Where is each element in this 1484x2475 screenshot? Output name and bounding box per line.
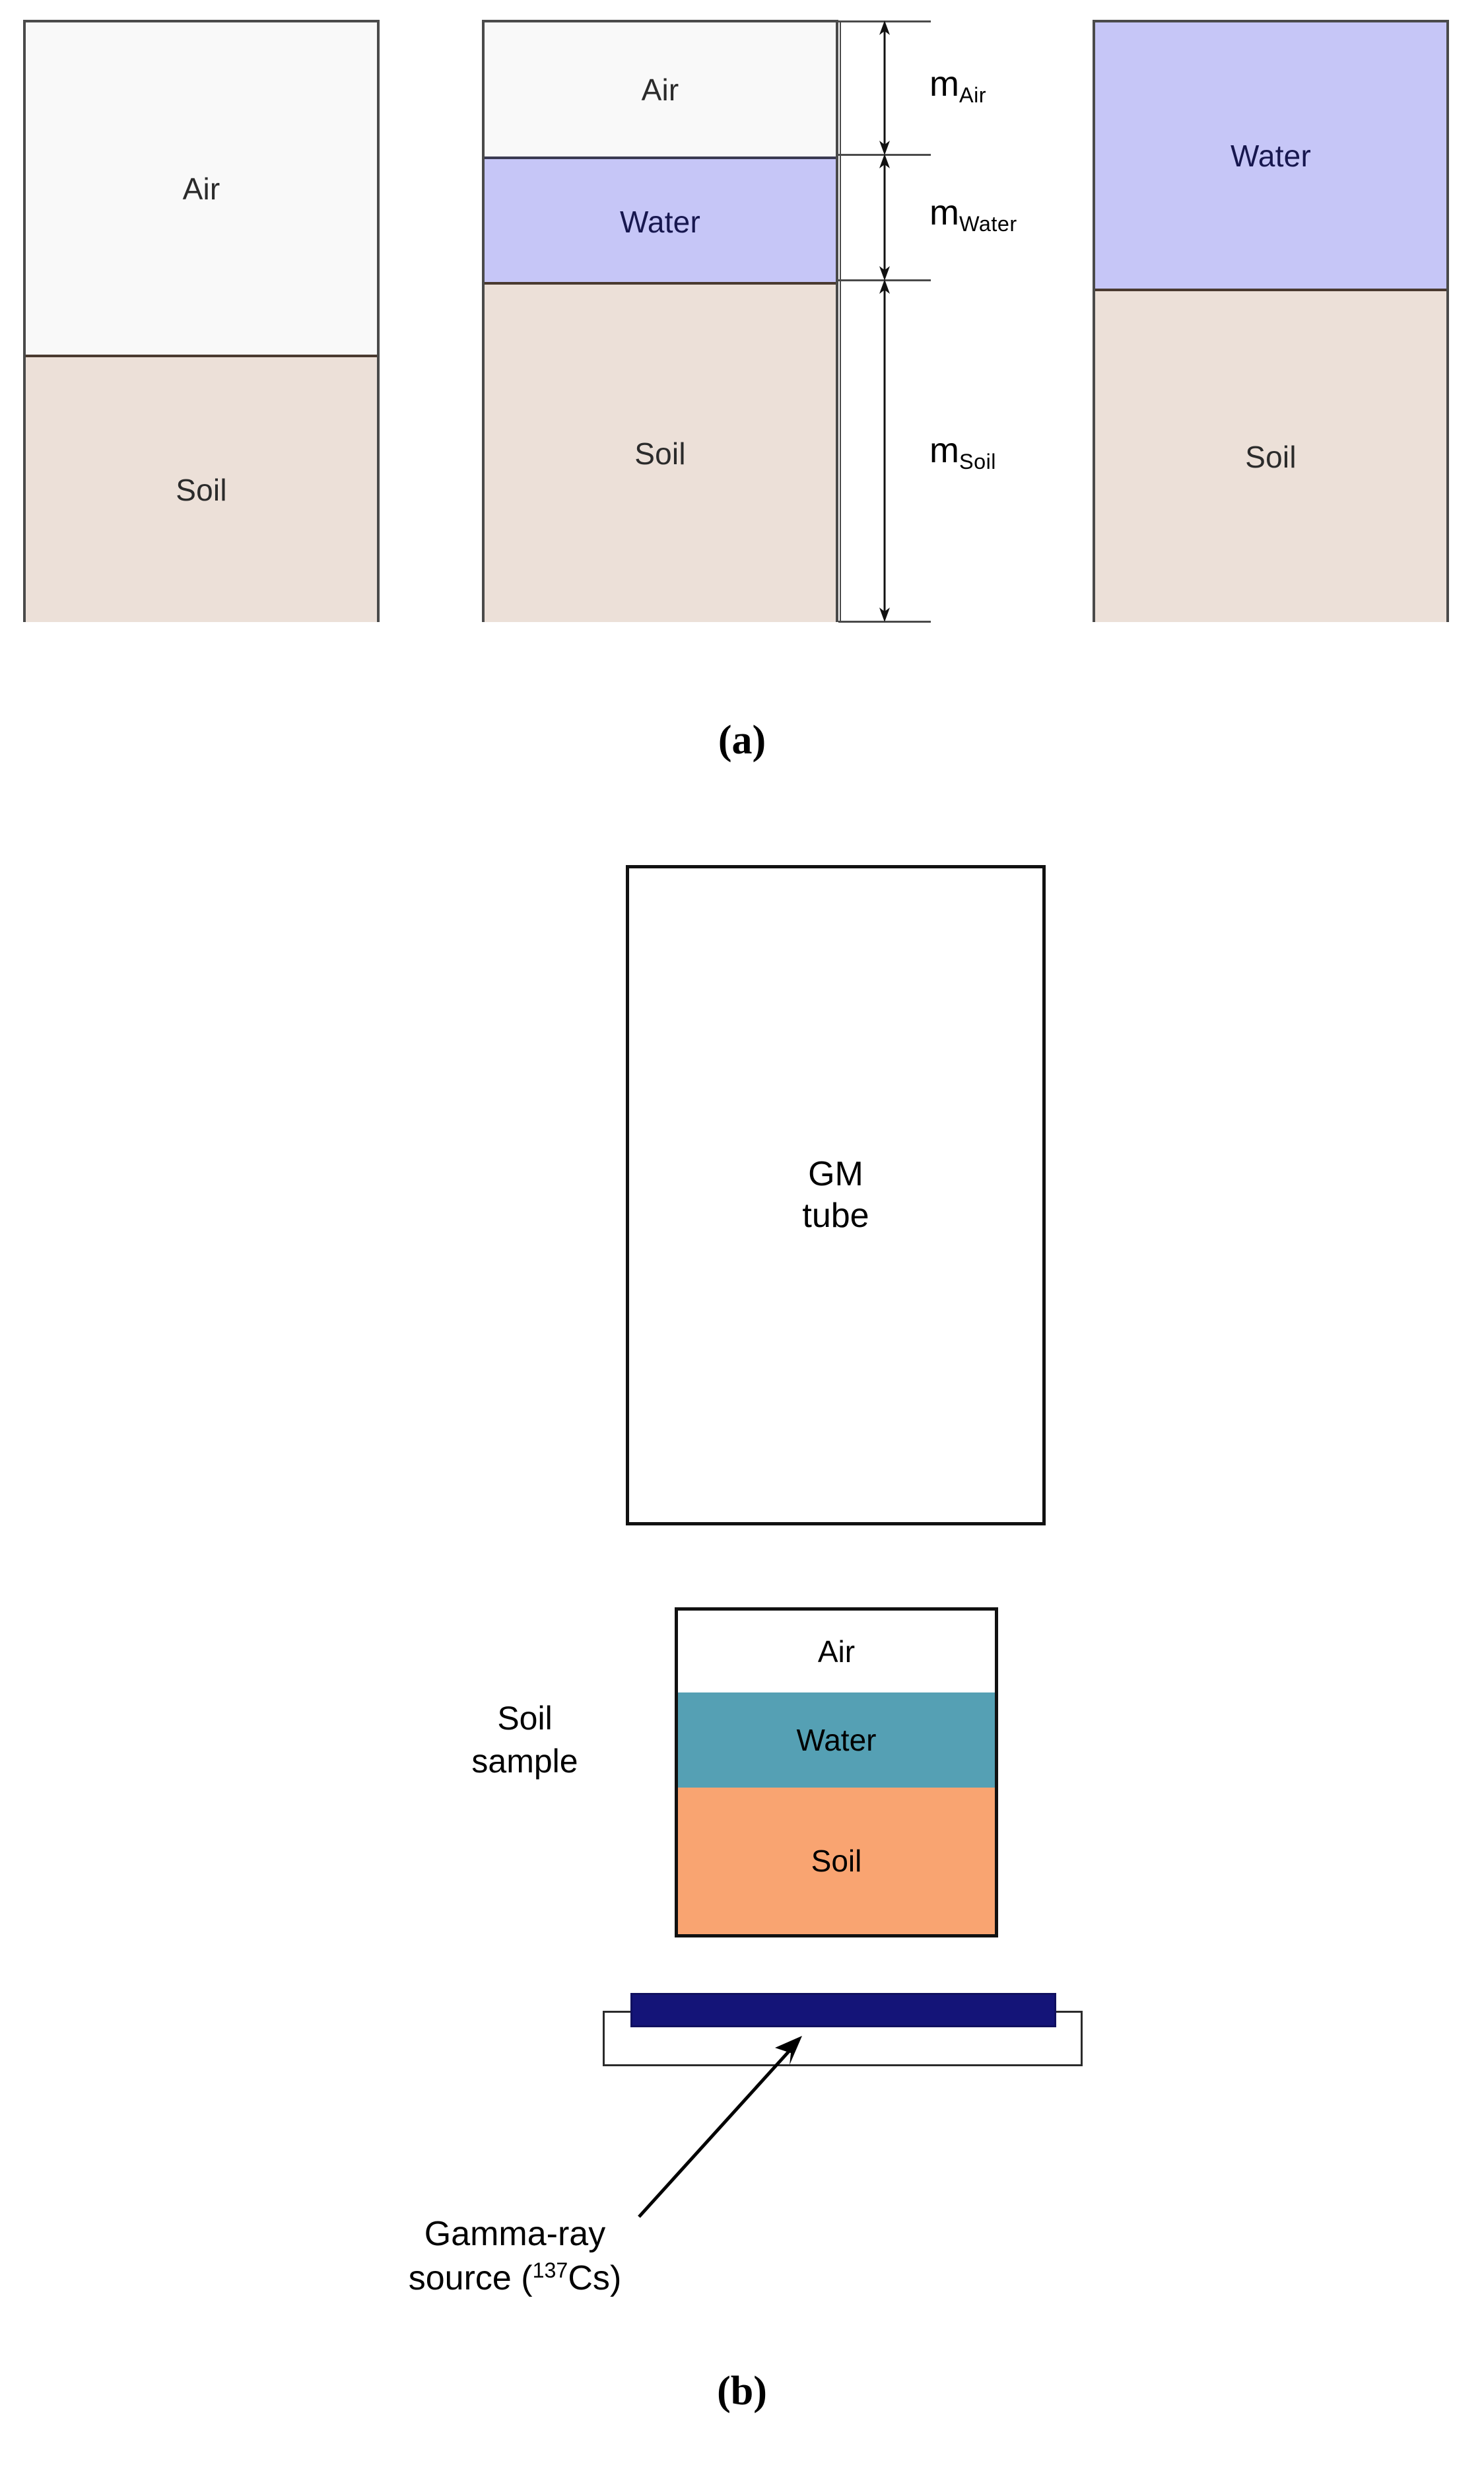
- soil-sample-box: Air Water Soil: [675, 1607, 998, 1937]
- column-dry-soil: Air Soil: [23, 20, 380, 622]
- gamma-source-suffix: ): [609, 2258, 622, 2297]
- dimension-arrow-m-water: [879, 154, 890, 281]
- column-2-layer-soil: Soil: [485, 282, 836, 622]
- sample-layer-soil: Soil: [678, 1788, 995, 1934]
- sample-label-soil: Soil: [811, 1844, 862, 1878]
- gamma-source-prefix: source (: [408, 2258, 533, 2297]
- soil-sample-caption-line1: Soil: [497, 1700, 553, 1737]
- sample-label-water: Water: [796, 1723, 877, 1757]
- gamma-source-leader-arrow: [638, 2036, 802, 2218]
- column-partially-saturated: Air Water Soil: [482, 20, 838, 622]
- sample-layer-air: Air: [678, 1611, 995, 1692]
- gm-tube-label-line2: tube: [802, 1197, 869, 1235]
- m-air-subscript: Air: [959, 83, 987, 108]
- column-1-layer-air: Air: [26, 22, 377, 355]
- witness-line: [840, 20, 841, 622]
- panel-a: Air Soil Air Water Soil Water Soil: [0, 0, 1484, 773]
- panel-b: GM tube Soil sample Air Water Soil: [0, 773, 1484, 2475]
- dimension-label-m-air: mAir: [929, 64, 986, 106]
- gamma-source-caption-line2: source (137Cs): [277, 2256, 753, 2301]
- column-saturated: Water Soil: [1093, 20, 1449, 622]
- layer-label-air: Air: [641, 72, 679, 107]
- gm-tube-label-line1: GM: [808, 1154, 863, 1193]
- sample-label-air: Air: [817, 1634, 856, 1669]
- panel-a-caption: (a): [718, 718, 766, 763]
- column-3-layer-water: Water: [1095, 22, 1446, 289]
- layer-label-water: Water: [1231, 138, 1311, 173]
- gamma-source-bar: [630, 1993, 1056, 2027]
- m-soil-subscript: Soil: [959, 450, 996, 474]
- m-water-subscript: Water: [959, 212, 1017, 236]
- layer-label-water: Water: [620, 205, 700, 239]
- gamma-source-caption: Gamma-ray source (137Cs): [277, 2212, 753, 2300]
- column-2-layer-water: Water: [485, 157, 836, 285]
- dimension-arrow-m-air: [879, 20, 890, 155]
- column-1-layer-soil: Soil: [26, 355, 377, 622]
- gm-tube: GM tube: [626, 865, 1046, 1525]
- dimension-label-m-soil: mSoil: [929, 431, 996, 473]
- dimension-label-m-water: mWater: [929, 193, 1017, 235]
- soil-sample-caption: Soil sample: [396, 1697, 654, 1783]
- m-water-symbol: m: [929, 193, 959, 232]
- m-air-symbol: m: [929, 64, 959, 104]
- layer-label-air: Air: [182, 171, 220, 206]
- gm-tube-label: GM tube: [802, 1154, 869, 1238]
- m-soil-symbol: m: [929, 431, 959, 470]
- column-3-layer-soil: Soil: [1095, 289, 1446, 622]
- gamma-source-mass: 137: [532, 2258, 568, 2282]
- dimension-arrow-m-soil: [879, 279, 890, 622]
- layer-label-soil: Soil: [634, 436, 686, 471]
- column-2-layer-air: Air: [485, 22, 836, 157]
- gamma-source-symbol: Cs: [568, 2258, 610, 2297]
- layer-label-soil: Soil: [1245, 439, 1297, 474]
- panel-b-caption: (b): [717, 2369, 767, 2414]
- layer-label-soil: Soil: [176, 472, 227, 507]
- sample-layer-water: Water: [678, 1692, 995, 1788]
- soil-sample-caption-line2: sample: [471, 1743, 578, 1780]
- gamma-source-caption-line1: Gamma-ray: [424, 2215, 606, 2253]
